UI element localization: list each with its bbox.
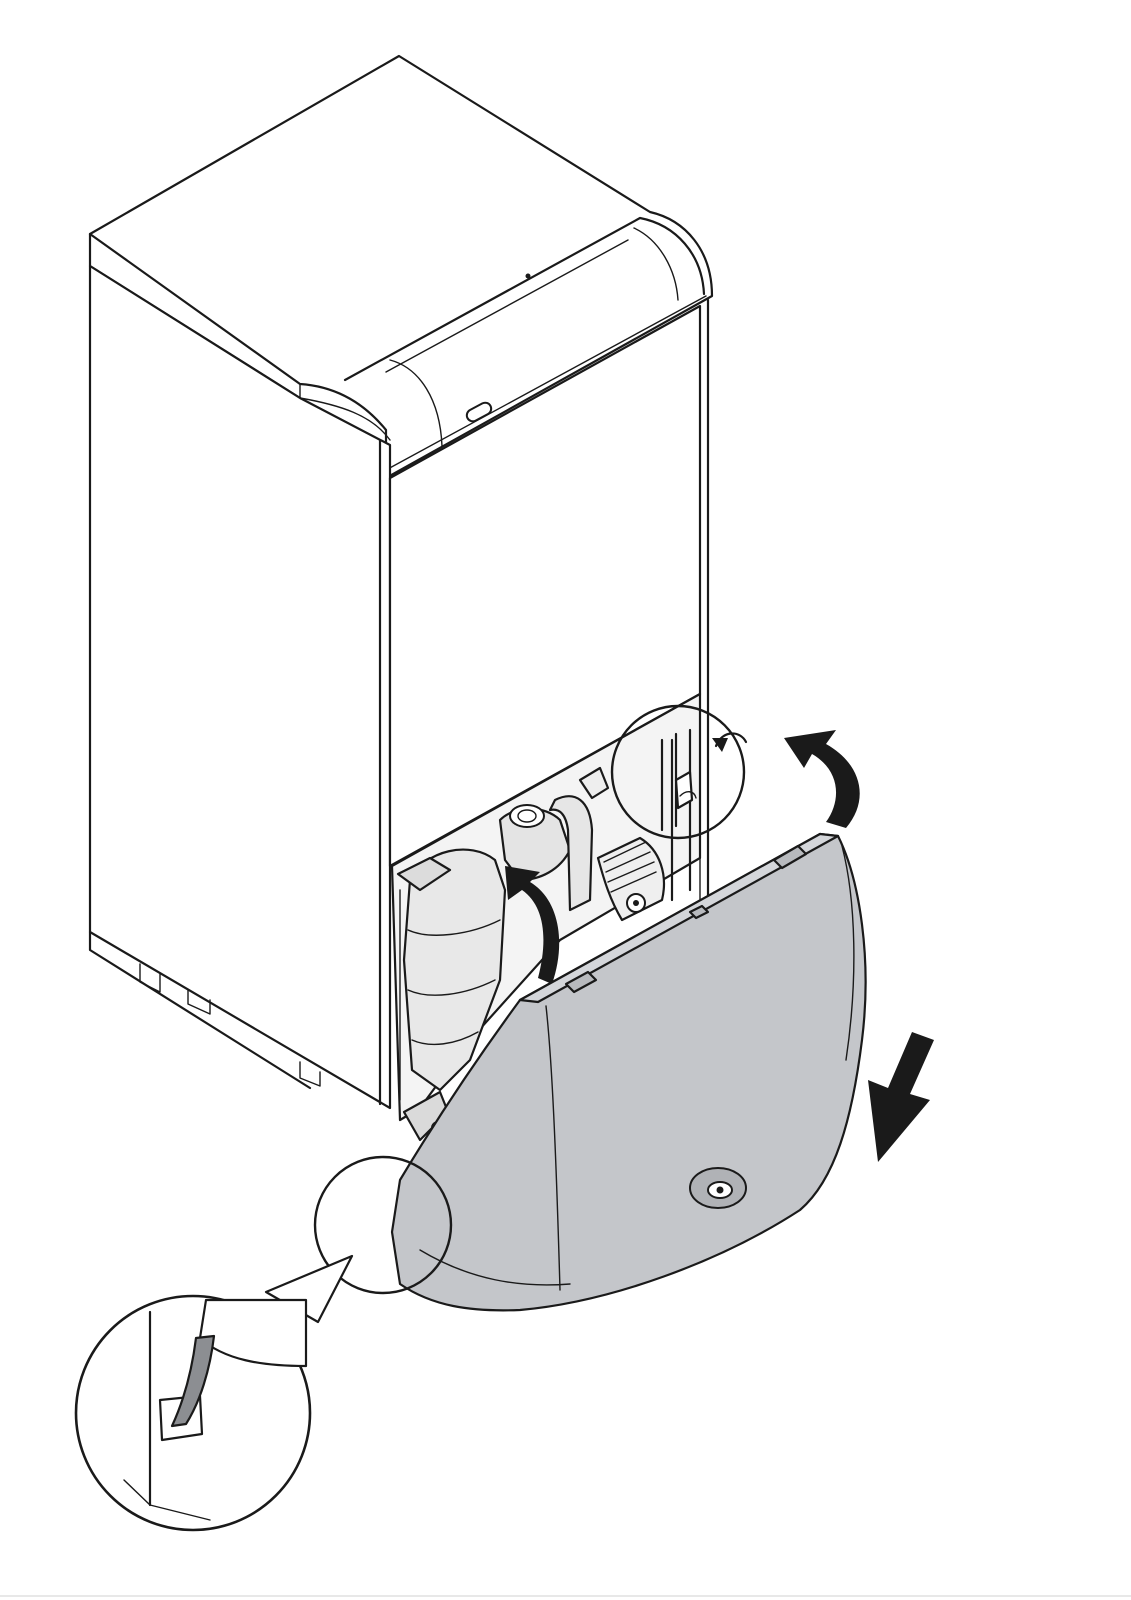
pump-ribs [603, 841, 657, 893]
handle-slot-icon [465, 401, 493, 423]
hinge-rotate-arrow-head [712, 738, 728, 752]
front-panel-lower [390, 832, 867, 1312]
heat-exchanger-flange [396, 856, 452, 892]
heat-exchanger-band-1 [407, 919, 501, 936]
curved-arrow-lift-icon [505, 866, 560, 984]
cap-screw-icon [525, 273, 531, 279]
front-panel-side-contour [841, 845, 855, 1061]
cabinet-cap-front [343, 216, 706, 382]
heat-exchanger-band-2 [407, 979, 496, 996]
detail-circle-clip [313, 1155, 453, 1295]
callout-floor [123, 1479, 211, 1521]
hinge-latch-icon [674, 770, 694, 810]
cabinet-cap-curve-right [633, 227, 679, 301]
cabinet-foot-3 [299, 1061, 321, 1087]
pump-cap-center [633, 900, 639, 906]
front-panel-bottom-contour [419, 1249, 571, 1286]
panel-tab-right [772, 844, 808, 870]
return-pipe [548, 795, 594, 912]
front-panel-body [390, 832, 867, 1312]
hinge-hook [679, 791, 697, 799]
boiler-cabinet [88, 54, 714, 1110]
cabinet-top-face [88, 54, 714, 480]
cabinet-cap-bottom [385, 295, 707, 471]
curved-arrow-rotate-icon [784, 730, 860, 828]
cabinet-left-bottom [88, 930, 312, 1090]
front-panel-inner-contour [545, 1005, 561, 1291]
straight-arrow-down-icon [868, 1032, 934, 1162]
valve-body [578, 766, 610, 800]
flue-pipe-inner [517, 809, 537, 823]
cabinet-foot-1 [139, 963, 161, 993]
cabinet-cap-inner [385, 239, 629, 373]
cabinet-foot-2 [187, 989, 211, 1015]
panel-lock-center [716, 1186, 724, 1194]
interior-rail [670, 728, 692, 902]
panel-tab-mid [688, 904, 710, 920]
callout-tab-icon [170, 1334, 216, 1428]
flue-pipe-opening [509, 804, 545, 828]
detail-circle-hinge [610, 704, 748, 840]
front-panel-top-face [518, 832, 840, 1004]
cabinet-cap-curve [389, 359, 443, 447]
zoom-callout-tab [123, 1298, 308, 1521]
zoom-callout [74, 1254, 354, 1532]
circulator-pump [596, 836, 666, 922]
panel-tab-left [564, 970, 598, 994]
heat-exchanger-band-3 [411, 1031, 479, 1046]
